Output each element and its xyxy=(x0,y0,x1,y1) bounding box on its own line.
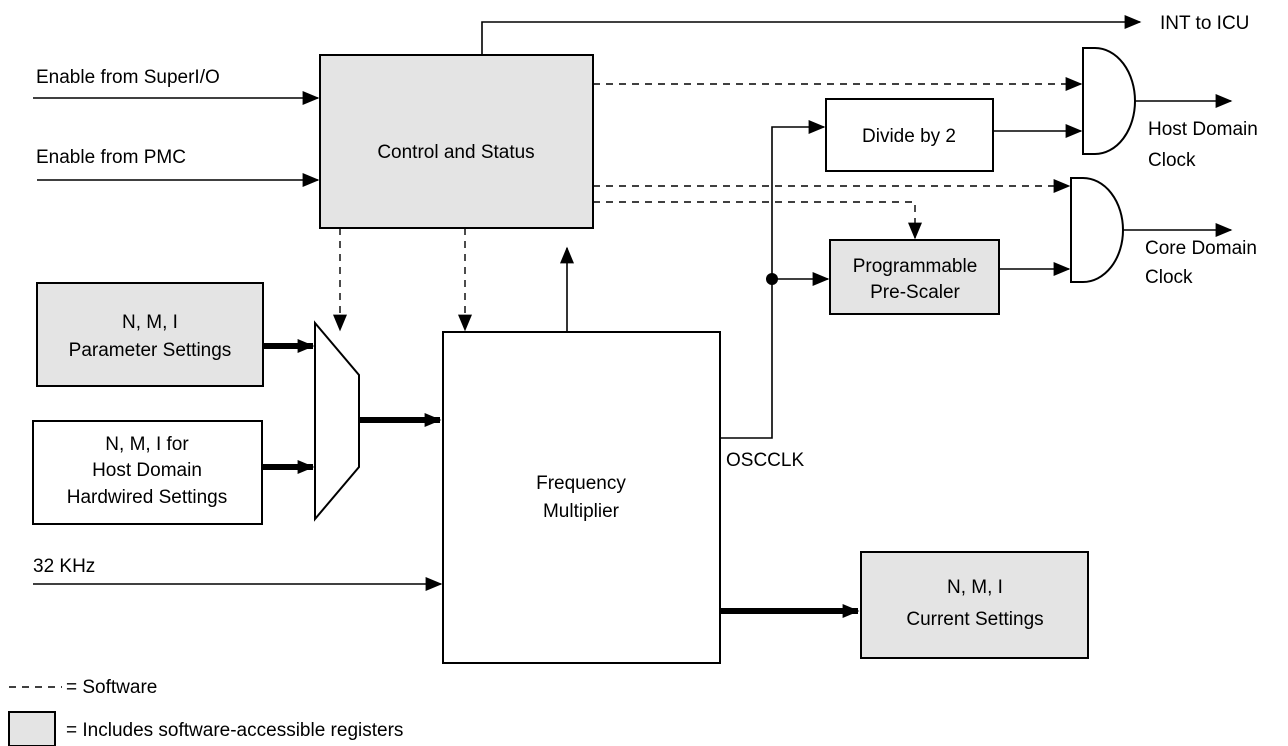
legend-registers-text: = Includes software-accessible registers xyxy=(66,720,403,741)
software-prescaler-arrow xyxy=(593,201,922,240)
frequency-multiplier-line-1: Frequency xyxy=(536,473,626,494)
host-clock-label-line-2: Clock xyxy=(1148,150,1196,171)
current-settings-line-1: N, M, I xyxy=(947,577,1003,598)
divide-by-2-block: Divide by 2 xyxy=(825,98,994,172)
frequency-multiplier-line-2: Multiplier xyxy=(543,501,620,522)
legend: = Software = Includes software-accessibl… xyxy=(8,677,403,746)
prescaler-block: Programmable Pre-Scaler xyxy=(829,239,1000,315)
core-clock-label-line-1: Core Domain xyxy=(1145,238,1257,259)
core-clock-and-gate xyxy=(1070,177,1124,283)
int-to-icu-label: INT to ICU xyxy=(1160,13,1249,34)
control-status-block: Control and Status xyxy=(319,54,594,229)
current-settings-line-2: Current Settings xyxy=(906,609,1043,630)
oscclk-junction-dot xyxy=(766,273,778,285)
oscclk-label: OSCCLK xyxy=(726,450,804,471)
parameter-settings-line-2: Parameter Settings xyxy=(69,340,232,361)
multiplexer xyxy=(314,320,360,522)
hardwired-settings-block: N, M, I for Host Domain Hardwired Settin… xyxy=(32,420,263,525)
hardwired-settings-line-1: N, M, I for xyxy=(105,434,189,455)
control-status-label: Control and Status xyxy=(377,142,534,163)
int-to-icu-arrow xyxy=(481,15,1142,55)
parameter-settings-line-1: N, M, I xyxy=(122,312,178,333)
parameter-settings-block: N, M, I Parameter Settings xyxy=(36,282,264,387)
clk-32khz-label: 32 KHz xyxy=(33,556,95,577)
hardwired-settings-line-3: Hardwired Settings xyxy=(67,487,228,508)
legend-register-swatch xyxy=(8,711,56,746)
legend-software-text: = Software xyxy=(66,677,157,698)
hardwired-settings-line-2: Host Domain xyxy=(92,460,202,481)
host-clock-and-gate xyxy=(1082,47,1136,155)
core-clock-label-line-2: Clock xyxy=(1145,267,1193,288)
enable-superio-label: Enable from SuperI/O xyxy=(36,67,220,88)
divide-by-2-label: Divide by 2 xyxy=(862,126,956,147)
prescaler-label-line-1: Programmable xyxy=(853,256,978,277)
host-clock-label-line-1: Host Domain xyxy=(1148,119,1258,140)
current-settings-block: N, M, I Current Settings xyxy=(860,551,1089,659)
enable-pmc-label: Enable from PMC xyxy=(36,147,186,168)
frequency-multiplier-block: Frequency Multiplier xyxy=(442,331,721,664)
prescaler-label-line-2: Pre-Scaler xyxy=(870,282,960,303)
